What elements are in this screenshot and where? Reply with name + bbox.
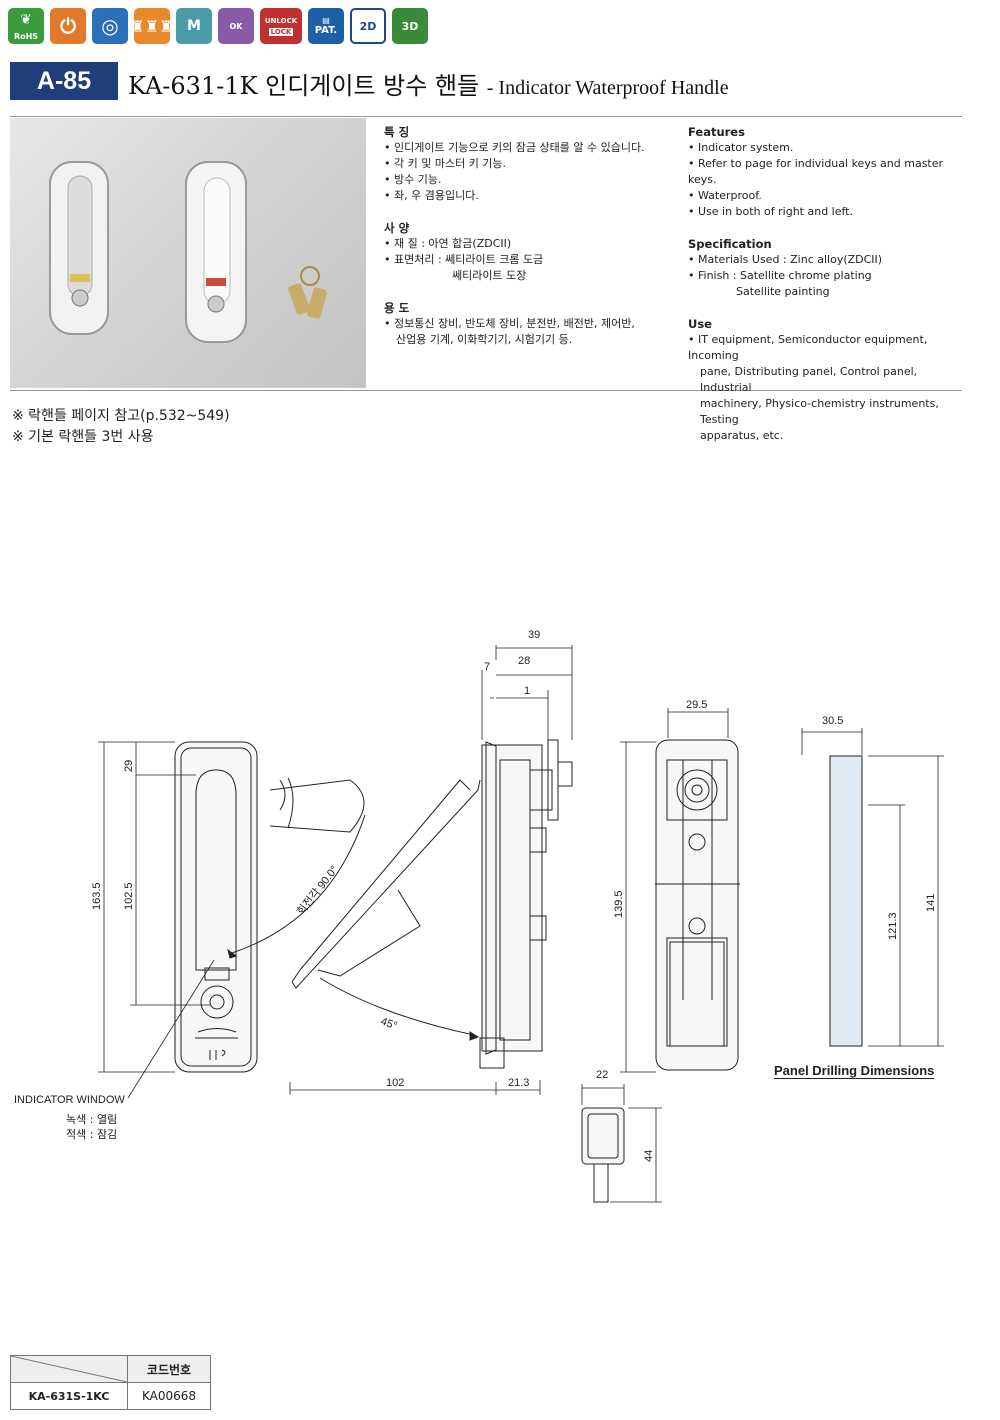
code-table: 코드번호 KA-631S-1KC KA00668 — [10, 1355, 211, 1410]
use-en: apparatus, etc. — [700, 429, 784, 442]
panel-drilling — [829, 755, 863, 1047]
spec-en: • Finish : Satellite chrome plating — [688, 269, 872, 282]
indicator-window-label: INDICATOR WINDOW — [14, 1094, 125, 1106]
spec-ko: • 표면처리 : 쎄티라이트 크롬 도금 — [384, 253, 544, 266]
indicator-red: 적색 : 잠김 — [66, 1128, 118, 1141]
spec-en: • Materials Used : Zinc alloy(ZDCII) — [688, 253, 883, 266]
rotated-handle-ghost — [227, 777, 366, 959]
code-table-code: KA00668 — [127, 1382, 211, 1410]
code-table-header: 코드번호 — [127, 1355, 211, 1383]
rohs-icon: RoHS❦ — [8, 8, 44, 44]
english-info: Features • Indicator system. • Refer to … — [688, 124, 968, 444]
use-title-en: Use — [688, 317, 712, 331]
spec-title-en: Specification — [688, 237, 772, 251]
key-m-icon: M — [176, 8, 212, 44]
features-title-en: Features — [688, 125, 745, 139]
divider-bottom — [10, 390, 962, 391]
use-ko: • 정보통신 장비, 반도체 장비, 분전반, 배전반, 제어반, — [384, 317, 635, 330]
product-code-badge: A-85 — [10, 62, 118, 100]
switch-icon: ◎ — [92, 8, 128, 44]
page-title: KA-631-1K 인디게이트 방수 핸들 - Indicator Waterp… — [128, 72, 729, 100]
feature-ko: • 방수 기능. — [384, 173, 442, 186]
spec-en: Satellite painting — [736, 285, 830, 298]
dim-121-3: 121.3 — [887, 912, 899, 940]
note-line: ※ 기본 락핸들 3번 사용 — [12, 429, 154, 445]
dim-21-3: 21.3 — [508, 1077, 529, 1089]
feature-en: • Waterproof. — [688, 189, 762, 202]
feature-en: • Use in both of right and left. — [688, 205, 853, 218]
korean-info: 특 징 • 인디게이트 기능으로 키의 잠금 상태를 알 수 있습니다. • 각… — [384, 124, 674, 348]
divider-top — [10, 116, 962, 117]
2d-icon: 2D — [350, 8, 386, 44]
panel-drilling-label: Panel Drilling Dimensions — [774, 1063, 935, 1079]
key-ok-icon: OK — [218, 8, 254, 44]
spec-ko: 쎄티라이트 도장 — [452, 269, 527, 282]
title-bar: A-85 KA-631-1K 인디게이트 방수 핸들 - Indicator W… — [10, 60, 990, 102]
use-title-ko: 용 도 — [384, 301, 410, 315]
feature-ko: • 좌, 우 겸용입니다. — [384, 189, 479, 202]
feature-ko: • 각 키 및 마스터 키 기능. — [384, 157, 507, 170]
bottles-icon: ♜♜♜ — [130, 8, 174, 44]
feature-ko: • 인디게이트 기능으로 키의 잠금 상태를 알 수 있습니다. — [384, 141, 645, 154]
dim-30-5: 30.5 — [822, 715, 843, 727]
dim-29-5: 29.5 — [686, 699, 707, 711]
patent-icon: ▤PAT. — [308, 8, 344, 44]
power-icon: ⏻ — [50, 8, 86, 44]
use-en: pane, Distributing panel, Control panel,… — [700, 365, 918, 394]
dim-139-5: 139.5 — [613, 890, 625, 918]
dimension-lines — [98, 645, 944, 1203]
indicator-green: 녹색 : 열림 — [66, 1113, 118, 1126]
use-en: • IT equipment, Semiconductor equipment,… — [688, 333, 928, 362]
use-ko: 산업용 기계, 이화학기기, 시험기기 등. — [396, 333, 573, 346]
dim-7: 7 — [484, 661, 490, 673]
front-view — [174, 741, 258, 1073]
dim-29: 29 — [123, 760, 135, 772]
side-view — [479, 739, 573, 1069]
dim-45: 45° — [379, 1016, 399, 1033]
key-drawing — [581, 1107, 625, 1203]
spec-ko: • 재 질 : 아연 합금(ZDCII) — [384, 237, 512, 250]
feature-en: • Indicator system. — [688, 141, 794, 154]
product-photo — [10, 118, 366, 388]
technical-drawing: 39 7 28 1 29 163.5 102.5 회전각 90.0° 45° 1… — [91, 629, 944, 1203]
dim-163-5: 163.5 — [91, 882, 103, 910]
dim-22: 22 — [596, 1069, 608, 1081]
features-title-ko: 특 징 — [384, 125, 410, 139]
dim-rotation: 회전각 90.0° — [294, 863, 341, 918]
feature-en: • Refer to page for individual keys and … — [688, 157, 944, 186]
dim-102: 102 — [386, 1077, 404, 1089]
dim-1: 1 — [524, 685, 530, 697]
rear-view — [655, 739, 740, 1071]
spec-title-ko: 사 양 — [384, 221, 410, 235]
note-line: ※ 락핸들 페이지 참고(p.532~549) — [12, 408, 230, 424]
dim-39: 39 — [528, 629, 540, 641]
dim-141: 141 — [925, 894, 937, 912]
dim-28: 28 — [518, 655, 530, 667]
notes: ※ 락핸들 페이지 참고(p.532~549) ※ 기본 락핸들 3번 사용 — [12, 406, 230, 448]
indicator-colors: 녹색 : 열림 적색 : 잠김 — [66, 1112, 117, 1142]
angled-handle — [291, 779, 481, 1041]
use-en: machinery, Physico-chemistry instruments… — [700, 397, 939, 426]
3d-icon: 3D — [392, 8, 428, 44]
code-table-model: KA-631S-1KC — [10, 1382, 128, 1410]
dim-44: 44 — [643, 1150, 655, 1162]
code-table-corner — [10, 1355, 128, 1383]
dim-102-5: 102.5 — [123, 882, 135, 910]
